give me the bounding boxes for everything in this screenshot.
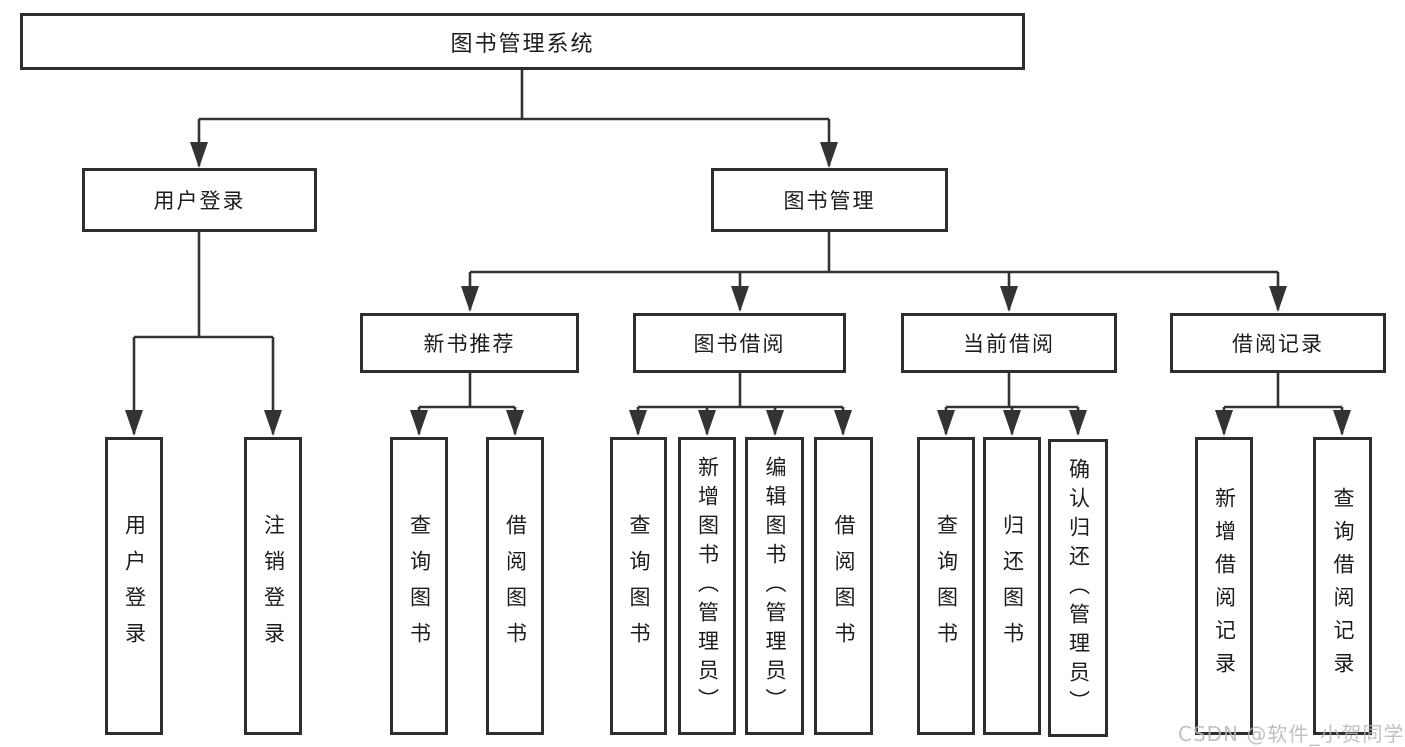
leaf-current-confirm-return-admin-label: 确认归还（管理员） bbox=[1066, 457, 1091, 719]
node-book-borrowing-label: 图书借阅 bbox=[693, 332, 786, 356]
leaf-current-query-books: 查询图书 bbox=[917, 437, 975, 735]
leaf-borrowing-add-books-admin-label: 新增图书（管理员） bbox=[695, 455, 720, 717]
node-book-borrowing: 图书借阅 bbox=[633, 313, 846, 373]
node-book-management-label: 图书管理 bbox=[783, 189, 876, 213]
node-current-borrowing-label: 当前借阅 bbox=[963, 332, 1055, 356]
node-borrow-records: 借阅记录 bbox=[1170, 313, 1386, 373]
node-root-label: 图书管理系统 bbox=[450, 31, 595, 57]
node-book-management: 图书管理 bbox=[711, 168, 948, 232]
leaf-logout: 注销登录 bbox=[244, 437, 302, 735]
leaf-borrowing-query-books: 查询图书 bbox=[610, 437, 667, 735]
leaf-recommend-query-books-label: 查询图书 bbox=[407, 514, 432, 658]
leaf-borrowing-query-books-label: 查询图书 bbox=[627, 514, 651, 658]
csdn-watermark: CSDN @软件_小贺同学 bbox=[1178, 722, 1405, 746]
leaf-user-login: 用户登录 bbox=[105, 437, 163, 735]
node-root: 图书管理系统 bbox=[20, 13, 1025, 70]
leaf-recommend-query-books: 查询图书 bbox=[390, 437, 448, 735]
leaf-records-query-record-label: 查询借阅记录 bbox=[1331, 487, 1355, 685]
leaf-recommend-borrow-books-label: 借阅图书 bbox=[503, 514, 528, 658]
leaf-current-query-books-label: 查询图书 bbox=[934, 514, 959, 658]
leaf-current-return-books: 归还图书 bbox=[983, 437, 1041, 735]
leaf-user-login-label: 用户登录 bbox=[122, 514, 147, 658]
leaf-records-add-record-label: 新增借阅记录 bbox=[1212, 487, 1237, 685]
node-new-book-recommend: 新书推荐 bbox=[360, 313, 579, 373]
leaf-logout-label: 注销登录 bbox=[261, 514, 286, 658]
leaf-borrowing-add-books-admin: 新增图书（管理员） bbox=[678, 437, 736, 735]
leaf-current-confirm-return-admin: 确认归还（管理员） bbox=[1048, 439, 1108, 737]
leaf-records-add-record: 新增借阅记录 bbox=[1195, 437, 1253, 735]
leaf-borrowing-edit-books-admin-label: 编辑图书（管理员） bbox=[763, 455, 787, 717]
node-new-book-recommend-label: 新书推荐 bbox=[423, 332, 516, 356]
leaf-borrowing-edit-books-admin: 编辑图书（管理员） bbox=[745, 437, 804, 735]
leaf-recommend-borrow-books: 借阅图书 bbox=[486, 437, 544, 735]
leaf-borrowing-borrow-books: 借阅图书 bbox=[814, 437, 873, 735]
leaf-current-return-books-label: 归还图书 bbox=[1000, 514, 1025, 658]
node-user-login: 用户登录 bbox=[82, 168, 317, 232]
node-current-borrowing: 当前借阅 bbox=[901, 313, 1117, 373]
leaf-records-query-record: 查询借阅记录 bbox=[1313, 437, 1372, 735]
node-user-login-label: 用户登录 bbox=[153, 189, 246, 213]
node-borrow-records-label: 借阅记录 bbox=[1232, 332, 1324, 356]
leaf-borrowing-borrow-books-label: 借阅图书 bbox=[832, 514, 856, 658]
